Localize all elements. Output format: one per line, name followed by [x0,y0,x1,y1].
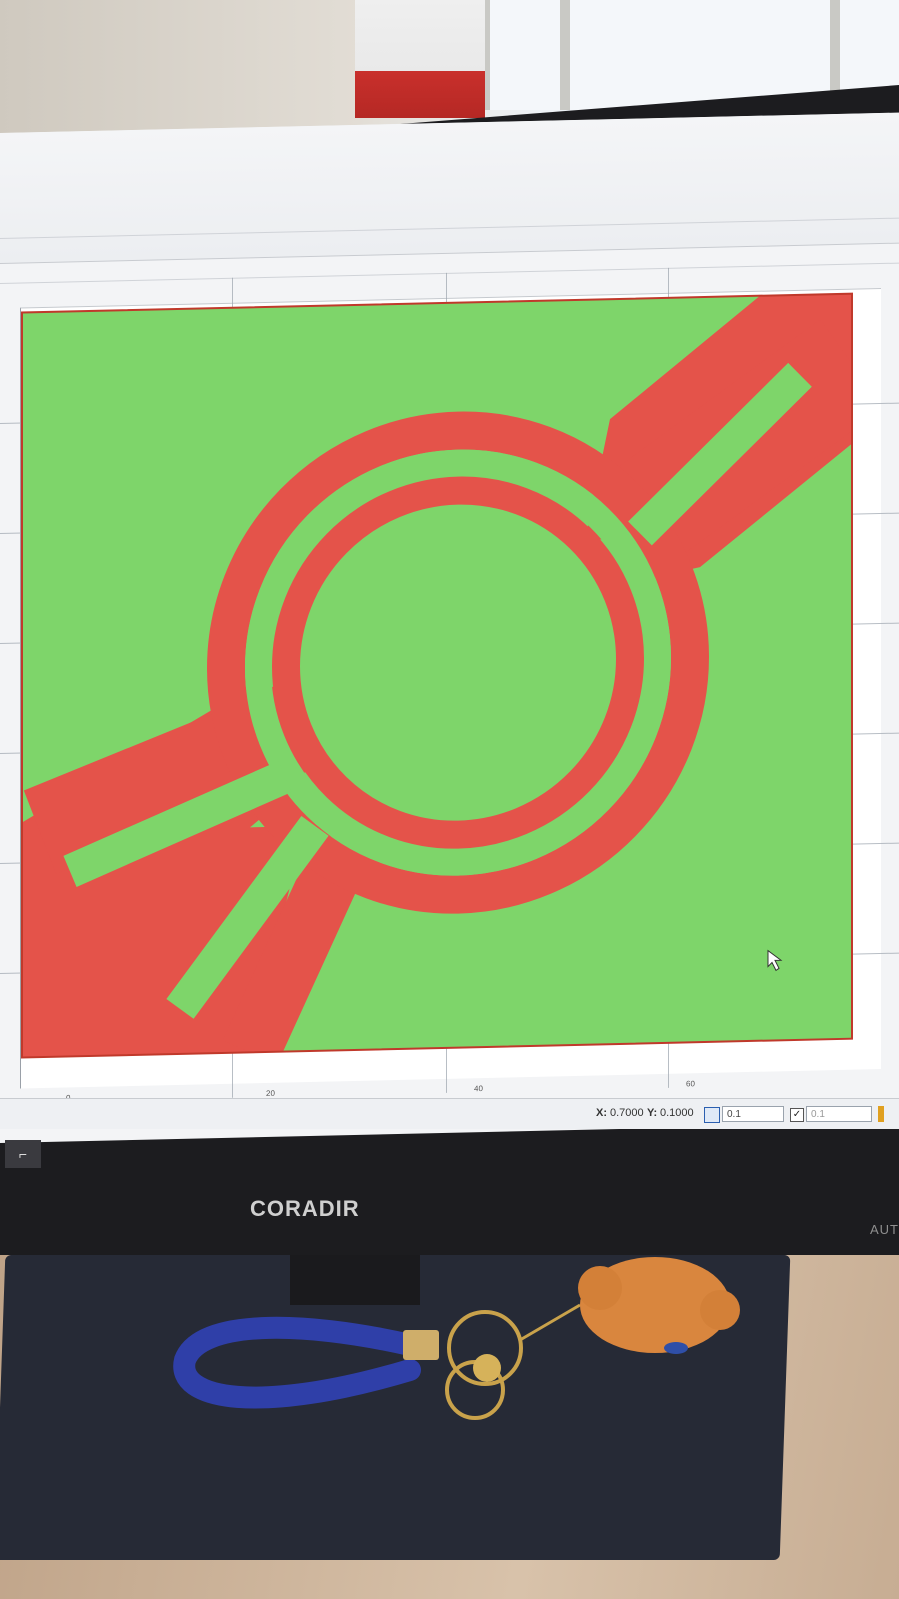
axis-tick-label: 60 [686,1079,695,1089]
monitor-brand: CORADIR [250,1196,360,1221]
green-slot [628,362,812,546]
window-pane [560,0,840,110]
key-chain [519,1303,581,1342]
app-icon[interactable]: ⌐ [5,1140,41,1168]
green-slot [63,760,292,887]
flag [355,0,485,118]
board-outline [21,292,853,1059]
x-coord-value: 0.7000 [610,1107,644,1119]
snap-size-field[interactable]: 0.1 [806,1106,872,1122]
screen: 0 20 40 60 [0,112,899,1143]
key-ring [447,1310,523,1386]
x-coord-label: X: [596,1107,607,1119]
copper-trace [222,843,368,1058]
cursor-icon [767,949,783,972]
pcb-artwork [21,292,853,1059]
window-pane [480,0,570,110]
monitor-model-text: AUT [870,1222,899,1237]
bear-charm-paw [700,1290,740,1330]
gap-ring [245,449,671,876]
checkbox-icon[interactable]: ✓ [790,1108,804,1122]
key-bell [473,1354,501,1382]
keychain-clasp [403,1330,439,1360]
y-coord-label: Y: [647,1107,658,1119]
keychain [173,1257,740,1420]
inner-ring [272,476,644,849]
outer-ring [207,411,709,914]
axis-tick-label: 40 [474,1084,483,1094]
bear-charm-accent [664,1342,688,1354]
y-coord-value: 0.1000 [660,1107,694,1119]
status-bar: X: 0.7000 Y: 0.1000 0.1 ✓ 0.1 [0,1098,899,1129]
grid-icon[interactable] [704,1107,720,1123]
bear-charm-ear [578,1266,622,1310]
axis-tick-label: 20 [266,1088,275,1098]
keychain-strap [173,1316,421,1409]
grid-size-field[interactable]: 0.1 [722,1106,784,1122]
green-slot [166,815,329,1019]
status-indicator [878,1106,884,1122]
